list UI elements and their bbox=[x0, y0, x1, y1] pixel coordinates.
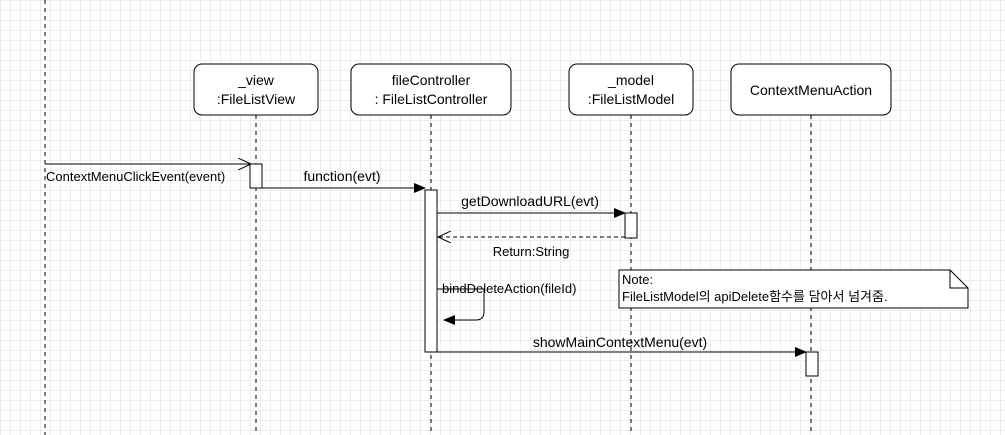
participant-context-menu-action-name: ContextMenuAction bbox=[750, 82, 872, 98]
participant-view-name: _view bbox=[237, 72, 275, 88]
get-download-url-label: getDownloadURL(evt) bbox=[461, 193, 599, 209]
participant-view-type: :FileListView bbox=[217, 91, 296, 107]
participant-file-controller[interactable]: fileController : FileListController bbox=[350, 63, 512, 116]
note-title: Note: bbox=[622, 272, 653, 287]
participant-file-controller-type: : FileListController bbox=[375, 91, 488, 107]
participant-view[interactable]: _view :FileListView bbox=[193, 63, 319, 116]
incoming-message-label: ContextMenuClickEvent(event) bbox=[46, 169, 225, 184]
activation-context-menu-action[interactable] bbox=[805, 351, 819, 377]
function-call-label: function(evt) bbox=[303, 168, 380, 184]
activation-view[interactable] bbox=[249, 163, 263, 189]
activation-file-controller[interactable] bbox=[424, 189, 438, 353]
participant-model-name: _model bbox=[607, 72, 654, 88]
participant-model-type: :FileListModel bbox=[588, 91, 674, 107]
note[interactable]: Note: FileListModel의 apiDelete함수를 담아서 넘겨… bbox=[618, 269, 969, 309]
bind-delete-label: bindDeleteAction(fileId) bbox=[442, 281, 576, 296]
note-text: FileListModel의 apiDelete함수를 담아서 넘겨줌. bbox=[622, 289, 888, 304]
show-main-context-menu-label: showMainContextMenu(evt) bbox=[533, 334, 707, 350]
participant-context-menu-action[interactable]: ContextMenuAction bbox=[730, 63, 892, 116]
return-label: Return:String bbox=[493, 244, 570, 259]
participant-model[interactable]: _model :FileListModel bbox=[568, 63, 694, 116]
bind-delete-self-arrow[interactable] bbox=[437, 288, 485, 325]
participant-file-controller-name: fileController bbox=[392, 72, 471, 88]
activation-model[interactable] bbox=[624, 212, 638, 239]
